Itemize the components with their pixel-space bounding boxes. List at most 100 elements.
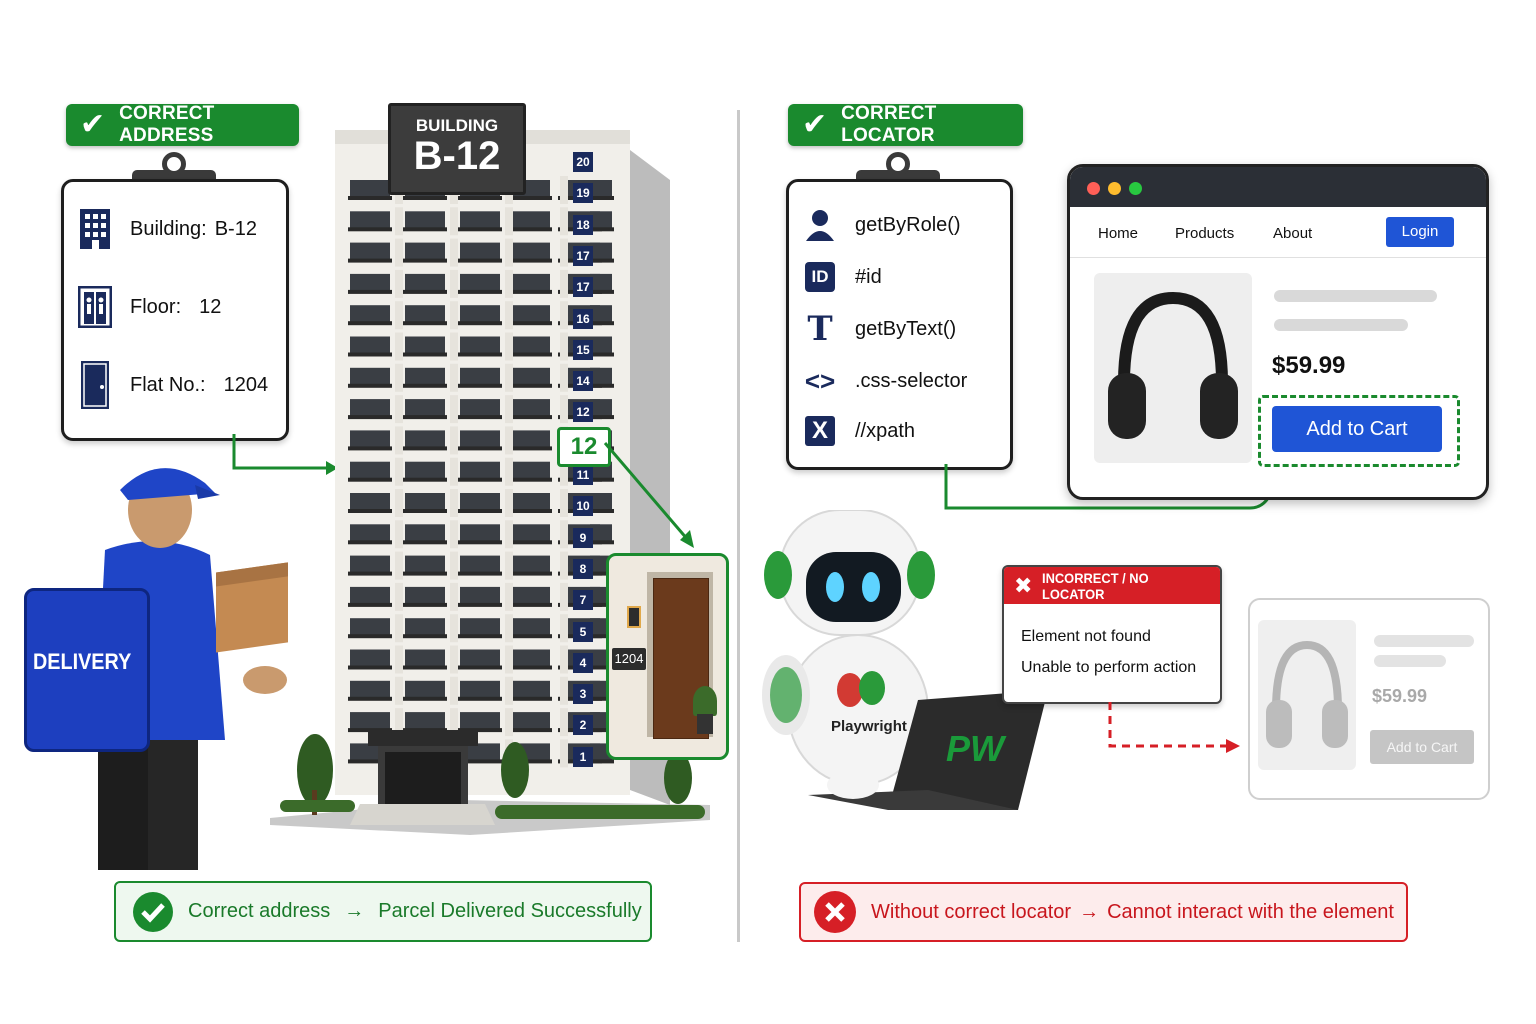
backpack-label: DELIVERY	[33, 649, 132, 674]
text-t-icon: T	[807, 309, 833, 349]
error-popup: ✖ INCORRECT / NO LOCATOR Element not fou…	[1002, 565, 1222, 704]
locator-text: getByRole()	[855, 213, 961, 236]
faded-add-to-cart-button: Add to Cart	[1370, 730, 1474, 764]
floor-to-door-arrow	[603, 442, 694, 548]
building-value: B-12	[214, 217, 257, 240]
check-icon: ✔	[802, 108, 828, 141]
id-icon: ID	[803, 260, 837, 294]
nav-about[interactable]: About	[1273, 225, 1313, 242]
floor-number: 19	[573, 183, 593, 204]
locator-row: getByRole()	[803, 208, 961, 242]
flat-value: 1204	[223, 373, 269, 396]
floor-number: 2	[573, 715, 593, 736]
locator-row: X //xpath	[803, 414, 915, 448]
headphones-image	[1094, 273, 1252, 463]
login-button[interactable]: Login	[1386, 217, 1454, 247]
door-icon	[78, 361, 112, 409]
floor-number: 18	[573, 214, 593, 235]
check-circle-icon	[133, 891, 173, 932]
laptop-logo: PW	[946, 728, 1004, 769]
floor-number: 20	[573, 152, 593, 172]
playwright-robot: Playwright PW	[758, 509, 1048, 820]
person-icon	[803, 208, 837, 242]
nav-home[interactable]: Home	[1098, 225, 1139, 242]
left-result-outcome: Parcel Delivered Successfully	[378, 900, 642, 922]
floor-number: 17	[573, 245, 593, 266]
floor-number: 3	[573, 684, 593, 705]
add-to-cart-locator-outline	[1258, 395, 1460, 467]
elevator-icon	[78, 286, 112, 328]
building-sign: BUILDING B-12	[388, 103, 526, 195]
floor-number: 8	[573, 558, 593, 579]
locator-row: <> .css-selector	[803, 364, 967, 398]
maximize-dot-icon[interactable]	[1129, 182, 1142, 195]
floor-label: Floor:	[130, 295, 182, 318]
error-x-icon: ✖	[1014, 572, 1033, 598]
browser-window: Home Products About Login $59.99 Add to …	[1067, 164, 1489, 500]
title-placeholder-bar	[1274, 290, 1437, 302]
error-dashed-arrow	[1108, 702, 1240, 753]
correct-locator-badge: ✔ CORRECT LOCATOR	[788, 103, 1023, 146]
correct-address-label: CORRECT ADDRESS	[119, 103, 215, 146]
wall-lamp-icon	[627, 606, 641, 628]
floor-number: 11	[573, 465, 593, 485]
plant-icon	[693, 686, 717, 716]
floor-12-highlight: 12	[557, 427, 611, 467]
correct-locator-label: CORRECT LOCATOR	[841, 103, 937, 146]
plant-pot	[697, 714, 713, 734]
floor-number: 4	[573, 652, 593, 673]
nav-products[interactable]: Products	[1175, 225, 1235, 242]
door-number-plate: 1204	[612, 648, 646, 670]
locator-text: getByText()	[855, 317, 957, 340]
locator-row: T getByText()	[803, 309, 957, 349]
product-price: $59.99	[1272, 352, 1346, 379]
error-header: ✖ INCORRECT / NO LOCATOR	[1004, 567, 1220, 604]
error-line-1: Element not found	[1021, 628, 1151, 645]
floor-number: 9	[573, 527, 593, 548]
right-result-text: Without correct locator	[871, 900, 1072, 923]
faded-subtitle-bar	[1374, 655, 1446, 667]
faded-headphones-image	[1258, 620, 1356, 770]
right-result-outcome: Cannot interact with the element	[1107, 900, 1394, 923]
x-box-icon: X	[803, 414, 837, 448]
right-result-box: Without correct locator → Cannot interac…	[799, 882, 1408, 942]
close-dot-icon[interactable]	[1087, 182, 1100, 195]
add-to-cart-button[interactable]: Add to Cart	[1272, 406, 1442, 452]
faded-title-bar	[1374, 635, 1474, 647]
subtitle-placeholder-bar	[1274, 319, 1408, 331]
door-callout: 1204	[606, 553, 729, 760]
floor-number: 1	[573, 746, 593, 767]
floor-number: 16	[573, 308, 593, 329]
floor-number: 15	[573, 339, 593, 360]
building-row: Building: B-12	[78, 209, 257, 249]
building-icon	[78, 209, 112, 249]
locator-text: //xpath	[855, 419, 916, 442]
delivery-person: DELIVERY	[20, 455, 310, 875]
code-brackets-icon: <>	[804, 365, 836, 396]
navbar-divider	[1070, 257, 1486, 258]
robot-chest-label: Playwright	[831, 718, 907, 735]
building-label: Building:	[130, 217, 207, 240]
faded-product-card: $59.99 Add to Cart	[1248, 598, 1490, 800]
arrow-right-icon: →	[1079, 900, 1100, 923]
browser-titlebar	[1070, 167, 1486, 207]
floor-number: 7	[573, 590, 593, 611]
building-sign-main: B-12	[413, 134, 501, 178]
floor-row: Floor: 12	[78, 286, 222, 328]
error-line-2: Unable to perform action	[1021, 659, 1197, 676]
locator-text: .css-selector	[855, 369, 968, 392]
floor-number: 14	[573, 371, 593, 392]
left-result-box: Correct address → Parcel Delivered Succe…	[114, 881, 652, 942]
left-result-text: Correct address	[188, 900, 331, 922]
minimize-dot-icon[interactable]	[1108, 182, 1121, 195]
floor-number: 12	[573, 402, 593, 423]
center-divider	[737, 110, 740, 942]
floor-number: 5	[573, 621, 593, 642]
faded-price: $59.99	[1372, 686, 1428, 706]
flat-label: Flat No.:	[130, 373, 206, 396]
floor-number: 10	[573, 496, 593, 517]
floor-value: 12	[199, 295, 222, 318]
correct-address-badge: ✔ CORRECT ADDRESS	[66, 103, 299, 146]
address-card: Building: B-12 Floor: 12 Flat No.: 1204	[61, 179, 289, 441]
floor-number: 17	[573, 277, 593, 298]
